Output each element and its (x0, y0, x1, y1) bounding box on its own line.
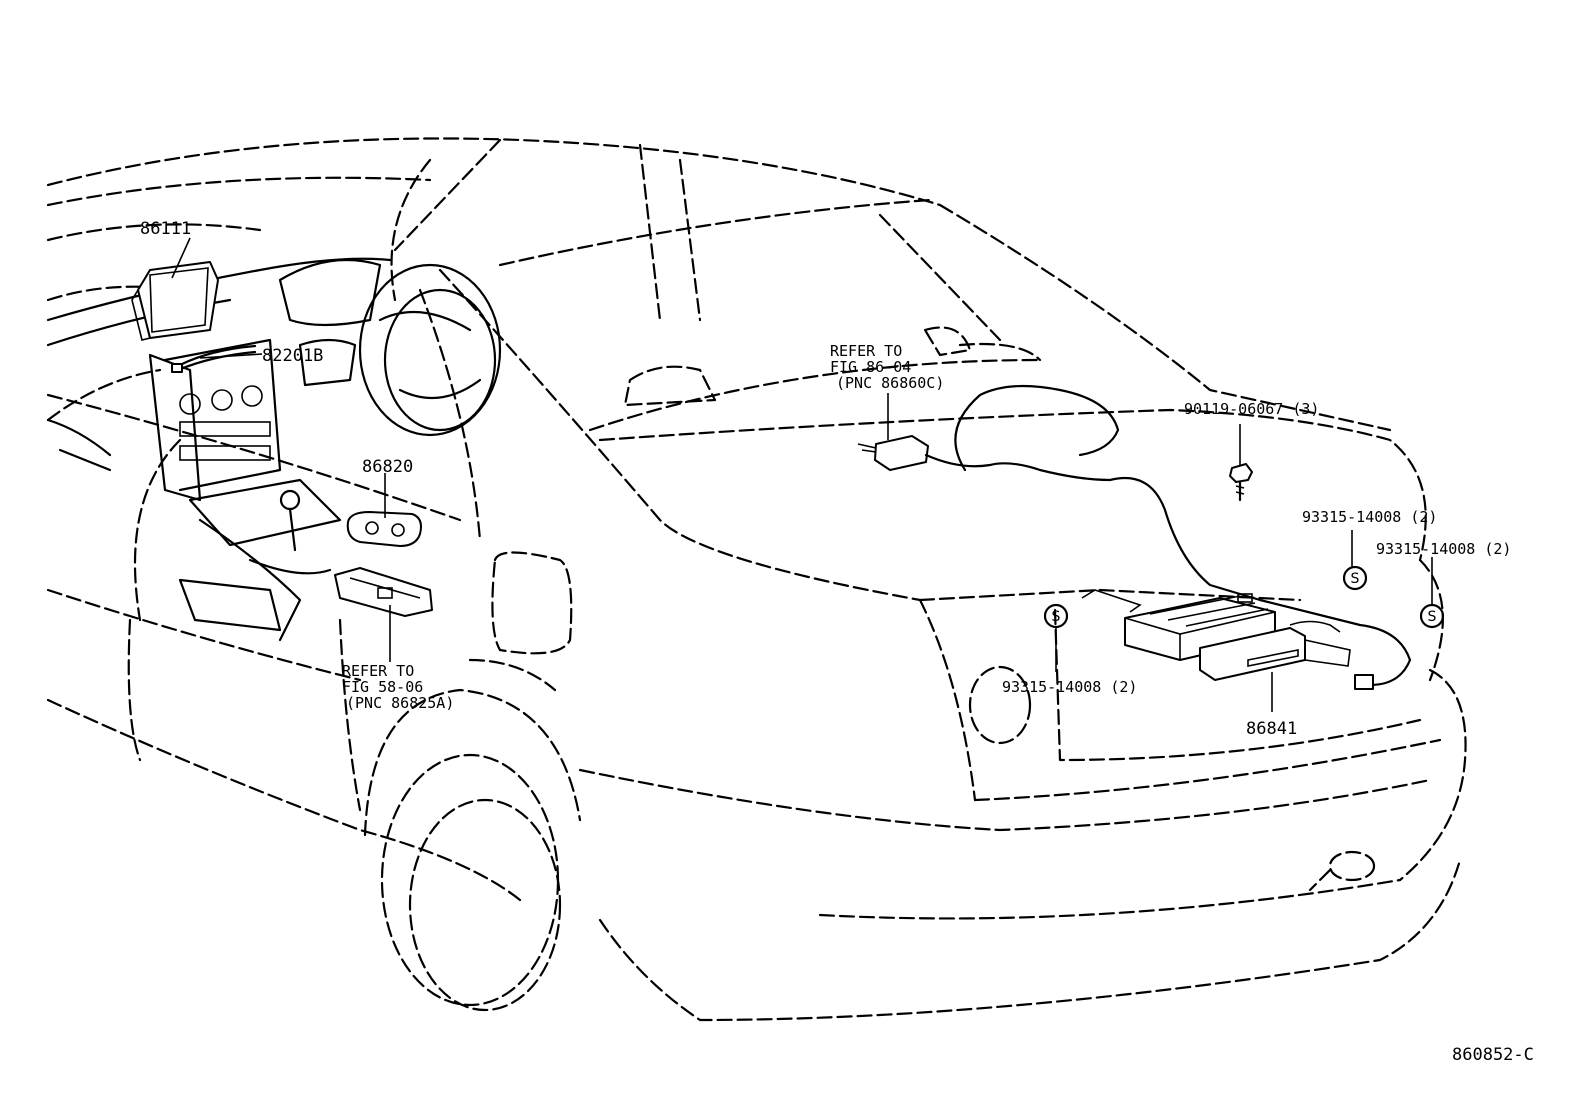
label-93315-14008-right: 93315-14008 (2) (1376, 540, 1511, 558)
navigation-computer-icon (1081, 589, 1351, 681)
label-82201b: 82201B (262, 346, 323, 366)
screw-symbol-right: S (1419, 603, 1445, 629)
car-body-outline (46, 137, 1467, 1022)
svg-text:S: S (1428, 609, 1437, 625)
label-86841: 86841 (1246, 719, 1297, 739)
label-refer-58-06-line1: REFER TO (342, 662, 414, 680)
label-refer-86-04-line1: REFER TO (830, 342, 902, 360)
label-refer-86-04-line3: (PNC 86860C) (836, 374, 944, 392)
figure-code: 860852-C (1452, 1045, 1534, 1065)
label-refer-58-06-line3: (PNC 86825A) (346, 694, 454, 712)
interior-dashboard (46, 257, 502, 642)
label-refer-58-06-line2: FIG 58-06 (342, 678, 423, 696)
bolt-icon (1229, 463, 1253, 502)
leader-lines (171, 237, 1433, 712)
antenna-module-icon (857, 435, 929, 471)
svg-text:S: S (1052, 609, 1061, 625)
screw-symbol-left: S (1043, 603, 1069, 629)
wire-harness-82201b (171, 344, 257, 373)
screw-symbol-mid: S (1342, 565, 1368, 591)
label-93315-14008-mid: 93315-14008 (2) (1302, 508, 1437, 526)
label-86111: 86111 (140, 219, 191, 239)
antenna-cable (924, 384, 1412, 690)
label-93315-14008-left: 93315-14008 (2) (1002, 678, 1137, 696)
console-unit-86825a (334, 567, 433, 617)
label-86820: 86820 (362, 457, 413, 477)
svg-text:S: S (1351, 571, 1360, 587)
label-90119-06067: 90119-06067 (3) (1184, 400, 1319, 418)
display-unit-icon (131, 261, 219, 341)
label-refer-86-04-line2: FIG 86-04 (830, 358, 911, 376)
switch-unit-86820 (346, 511, 422, 547)
